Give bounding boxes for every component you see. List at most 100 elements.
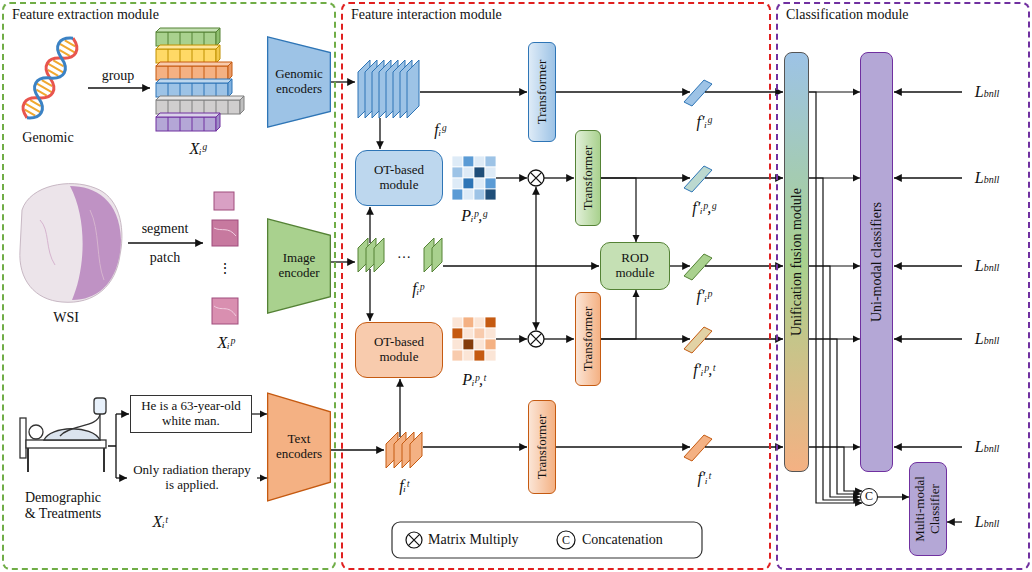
- connector-arrow: [809, 339, 861, 494]
- wsi-slide: [20, 184, 122, 303]
- legend-text: Matrix Multiply: [428, 532, 519, 548]
- patient-icon: [26, 440, 106, 448]
- node-text: Unification fusion module: [788, 188, 804, 336]
- connector-arrow: [809, 92, 862, 503]
- math-label: f′ᵢᵖ,ᵗ: [693, 361, 715, 379]
- genomic-blocks: [156, 117, 216, 131]
- feature-slabs: [374, 238, 384, 272]
- transport-matrix: [474, 328, 485, 339]
- genomic-blocks: [216, 28, 220, 46]
- feature-slabs: [432, 238, 442, 272]
- math-label: f′ᵢᵖ: [697, 287, 712, 305]
- transport-matrix: [474, 156, 485, 167]
- math-label: fᵢᵗ: [399, 477, 409, 495]
- wsi-slide: [70, 186, 121, 300]
- multiply-symbol: [530, 172, 541, 183]
- transport-matrix: [452, 178, 463, 189]
- transport-matrix: [463, 317, 474, 328]
- trapezoid-outline: [268, 219, 331, 313]
- transport-matrix: [463, 339, 474, 350]
- transport-matrix: [463, 189, 474, 200]
- flow-arrow: [894, 265, 962, 266]
- flow-arrow: [369, 207, 370, 243]
- transport-matrix: [485, 189, 496, 200]
- encoder-trapezoid: Text encoders: [267, 392, 331, 502]
- flow-arrow: [544, 177, 574, 178]
- connector-arrow: [601, 178, 636, 242]
- genomic-blocks: [156, 79, 232, 83]
- flow-arrow: [369, 269, 370, 321]
- transport-matrix: [463, 328, 474, 339]
- transport-matrix: [452, 189, 463, 200]
- image-patches: [212, 220, 238, 246]
- genomic-blocks: [156, 113, 220, 117]
- node-text: He is a 63-year-old white man.: [135, 399, 247, 429]
- flow-arrow: [544, 338, 574, 339]
- flow-arrow: [894, 338, 962, 339]
- wsi-slide: [20, 184, 122, 303]
- text-label: C: [562, 534, 570, 546]
- genomic-blocks: [168, 49, 204, 63]
- flow-arrow: [556, 91, 690, 92]
- feature-slabs: [684, 80, 712, 106]
- genomic-blocks: [228, 79, 232, 97]
- flow-arrow: [556, 446, 690, 447]
- genomic-blocks: [156, 28, 220, 32]
- vertical-block: Unification fusion module: [784, 52, 809, 472]
- text-label: WSI: [53, 310, 79, 326]
- flow-arrow: [88, 87, 150, 88]
- connector-arrow: [257, 477, 267, 478]
- genomic-blocks: [156, 62, 232, 66]
- math-label: Xᵢᵗ: [153, 513, 168, 531]
- math-label: Xᵢᵖ: [218, 334, 235, 352]
- math-label: f′ᵢᵖ,ᵍ: [692, 199, 716, 217]
- transport-matrix: [452, 156, 496, 361]
- panel-title: Feature interaction module: [351, 7, 502, 23]
- node-text: OT-based module: [360, 335, 438, 365]
- vertical-block: Transformer: [528, 42, 556, 142]
- transport-matrix: [485, 339, 496, 350]
- dna-icon: [19, 33, 82, 122]
- flow-arrow: [423, 446, 527, 447]
- node-text: C: [865, 490, 873, 504]
- connector-arrow: [878, 496, 909, 497]
- flow-arrow: [535, 187, 536, 266]
- node-text: Multi-modal Classifier: [913, 469, 943, 549]
- text-label: Demographic & Treatments: [21, 490, 105, 522]
- node-text: Transformer: [535, 60, 550, 125]
- process-box: Only radiation therapy is applied.: [127, 458, 257, 498]
- patient-icon: [20, 398, 116, 478]
- genomic-blocks: [156, 83, 228, 97]
- image-patches: [212, 192, 238, 324]
- transport-matrix: [463, 350, 474, 361]
- node-text: Text encoders: [271, 432, 327, 462]
- multiply-symbol: [530, 333, 541, 344]
- flow-arrow: [670, 265, 690, 266]
- connector-arrow: [809, 178, 861, 500]
- multiply-symbol: [528, 331, 544, 347]
- module-panel: Feature extraction moduleGenomic encoder…: [2, 2, 336, 570]
- patient-icon: [108, 414, 116, 478]
- math-label: Lbnll: [975, 438, 999, 456]
- vertical-block: Uni-modal classifiers: [860, 52, 893, 472]
- feature-slabs: [684, 166, 712, 192]
- node-text: Only radiation therapy is applied.: [131, 463, 253, 493]
- encoder-trapezoid: Genomic encoders: [267, 36, 331, 128]
- genomic-blocks: [228, 62, 232, 80]
- genomic-blocks: [168, 66, 216, 80]
- text-label: segment: [142, 221, 189, 237]
- transport-matrix: [463, 178, 474, 189]
- connector-arrow: [809, 91, 860, 92]
- genomic-blocks: [216, 45, 220, 63]
- transport-matrix: [485, 156, 496, 167]
- process-box: OT-based module: [355, 150, 443, 206]
- patient-icon: [29, 425, 43, 439]
- genomic-blocks: [156, 100, 240, 114]
- transport-matrix: [474, 189, 485, 200]
- math-label: Lbnll: [975, 330, 999, 348]
- legend-box: [408, 534, 419, 545]
- encoder-trapezoid: Image encoder: [267, 218, 331, 314]
- transport-matrix: [452, 167, 463, 178]
- genomic-blocks: [240, 96, 244, 114]
- text-label: group: [102, 68, 135, 84]
